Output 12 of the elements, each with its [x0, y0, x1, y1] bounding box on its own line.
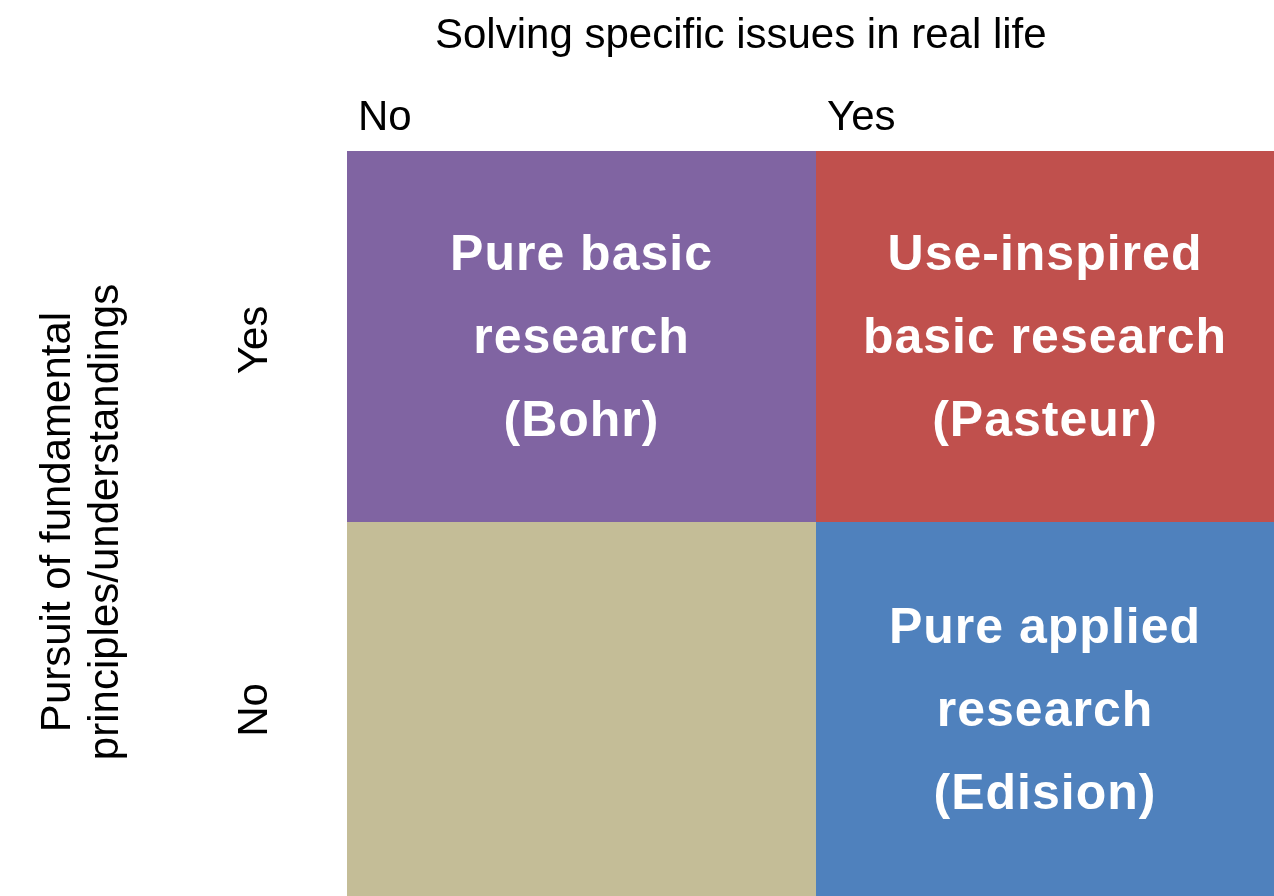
- quadrant-box: [816, 151, 1274, 522]
- axis-label: Yes: [229, 305, 277, 375]
- quadrant-box: [347, 151, 816, 522]
- quadrant-label: Pure basic research (Bohr): [449, 224, 714, 449]
- quadrant-label: Pure applied research (Edision): [887, 596, 1203, 822]
- axis-label: Yes: [827, 92, 896, 140]
- axis-label: No: [358, 92, 412, 140]
- quadrant-box: [816, 522, 1274, 896]
- axis-label: No: [229, 683, 277, 737]
- axis-label: Solving specific issues in real life: [435, 10, 1047, 58]
- axis-label: Pursuit of fundamental principles/understandings: [32, 282, 128, 763]
- quadrant-label: Use-inspired basic research (Pasteur): [861, 224, 1229, 449]
